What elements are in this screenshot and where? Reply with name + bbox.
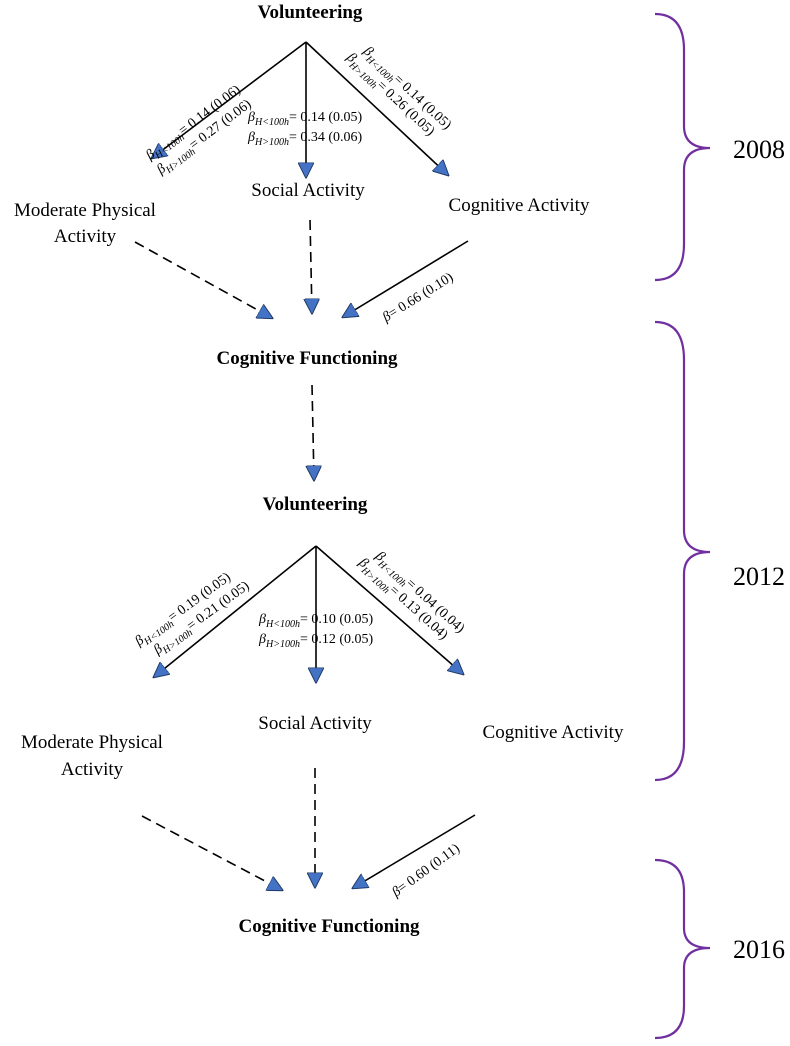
cognitive-functioning-node-2016: Cognitive Functioning xyxy=(238,916,420,937)
beta-symbol: β xyxy=(247,110,255,125)
volunteering-node-2008: Volunteering xyxy=(258,2,363,23)
svg-text:β= 0.60 (0.11): β= 0.60 (0.11) xyxy=(389,841,463,901)
arrow-cognitive-activity-to-cf-2008 xyxy=(343,240,469,317)
coef-cog-path-2012: β= 0.60 (0.11) xyxy=(389,841,463,901)
subscript-high: H>100h xyxy=(265,639,300,650)
coef-mid-high-2012: = 0.12 (0.05) xyxy=(300,632,374,647)
bracket-2008 xyxy=(654,12,711,282)
beta-symbol: β xyxy=(247,130,255,145)
subscript-low: H<100h xyxy=(265,619,300,630)
cognitive-activity-node-2012: Cognitive Activity xyxy=(483,722,624,743)
cognitive-functioning-node-2012: Cognitive Functioning xyxy=(216,348,398,369)
arrow-volunteering-to-physical-2008 xyxy=(152,41,307,158)
year-label-2012: 2012 xyxy=(733,562,785,591)
arrow-volunteering-to-cognitive-activity-2008 xyxy=(305,41,448,175)
dashed-arrow-social-to-cf-2008 xyxy=(310,219,312,313)
arrow-cognitive-activity-to-cf-2012 xyxy=(353,814,476,888)
moderate-physical-node-2008-line2: Activity xyxy=(54,226,117,247)
subscript-high: H>100h xyxy=(254,137,289,148)
svg-text:βH<100h= 0.14 (0.05): βH<100h= 0.14 (0.05) xyxy=(247,110,363,128)
year-label-2016: 2016 xyxy=(733,935,785,964)
dashed-arrow-cf-to-volunteering xyxy=(312,384,314,480)
svg-text:β= 0.66 (0.10): β= 0.66 (0.10) xyxy=(379,270,456,326)
coef-mid-low-2008: = 0.14 (0.05) xyxy=(289,110,363,125)
wave-2012-model: Volunteering βH<100h= 0.19 (0.05) βH>100… xyxy=(21,494,624,937)
coef-cog-path-value-2012: = 0.60 (0.11) xyxy=(395,841,463,896)
coef-left-2008: βH<100h= 0.14 (0.06) βH>100h= 0.27 (0.06… xyxy=(143,82,255,178)
coef-mid-2008: βH<100h= 0.14 (0.05) βH>100h= 0.34 (0.06… xyxy=(247,110,363,148)
arrow-volunteering-to-physical-2012 xyxy=(154,545,317,677)
bracket-2012 xyxy=(654,320,711,782)
svg-text:βH>100h= 0.12 (0.05): βH>100h= 0.12 (0.05) xyxy=(258,632,374,650)
wave-2008-model: Volunteering βH<100h= 0.14 (0.06) βH>100… xyxy=(14,2,590,369)
coef-cog-path-2008: β= 0.66 (0.10) xyxy=(379,270,456,326)
social-activity-node-2012: Social Activity xyxy=(258,713,372,734)
year-label-2008: 2008 xyxy=(733,135,785,164)
bracket-2016 xyxy=(654,858,711,1040)
coef-mid-high-2008: = 0.34 (0.06) xyxy=(289,130,363,145)
svg-text:βH<100h= 0.10 (0.05): βH<100h= 0.10 (0.05) xyxy=(258,612,374,630)
arrow-volunteering-to-cognitive-activity-2012 xyxy=(315,545,463,674)
moderate-physical-node-2012-line1: Moderate Physical xyxy=(21,732,163,753)
svg-text:βH>100h= 0.34 (0.06): βH>100h= 0.34 (0.06) xyxy=(247,130,363,148)
coef-left-2012: βH<100h= 0.19 (0.05) βH>100h= 0.21 (0.05… xyxy=(132,570,253,659)
coef-mid-2012: βH<100h= 0.10 (0.05) βH>100h= 0.12 (0.05… xyxy=(258,612,374,650)
coef-mid-low-2012: = 0.10 (0.05) xyxy=(300,612,374,627)
moderate-physical-node-2008-line1: Moderate Physical xyxy=(14,200,156,221)
moderate-physical-node-2012-line2: Activity xyxy=(61,759,124,780)
beta-symbol: β xyxy=(258,632,266,647)
dashed-arrow-physical-to-cf-2012 xyxy=(141,815,282,890)
volunteering-node-2012: Volunteering xyxy=(263,494,368,515)
subscript-low: H<100h xyxy=(254,117,289,128)
beta-symbol: β xyxy=(258,612,266,627)
dashed-arrow-physical-to-cf-2008 xyxy=(134,241,272,318)
coef-cog-path-value-2008: = 0.66 (0.10) xyxy=(386,270,456,322)
social-activity-node-2008: Social Activity xyxy=(251,180,365,201)
cognitive-activity-node-2008: Cognitive Activity xyxy=(449,195,590,216)
